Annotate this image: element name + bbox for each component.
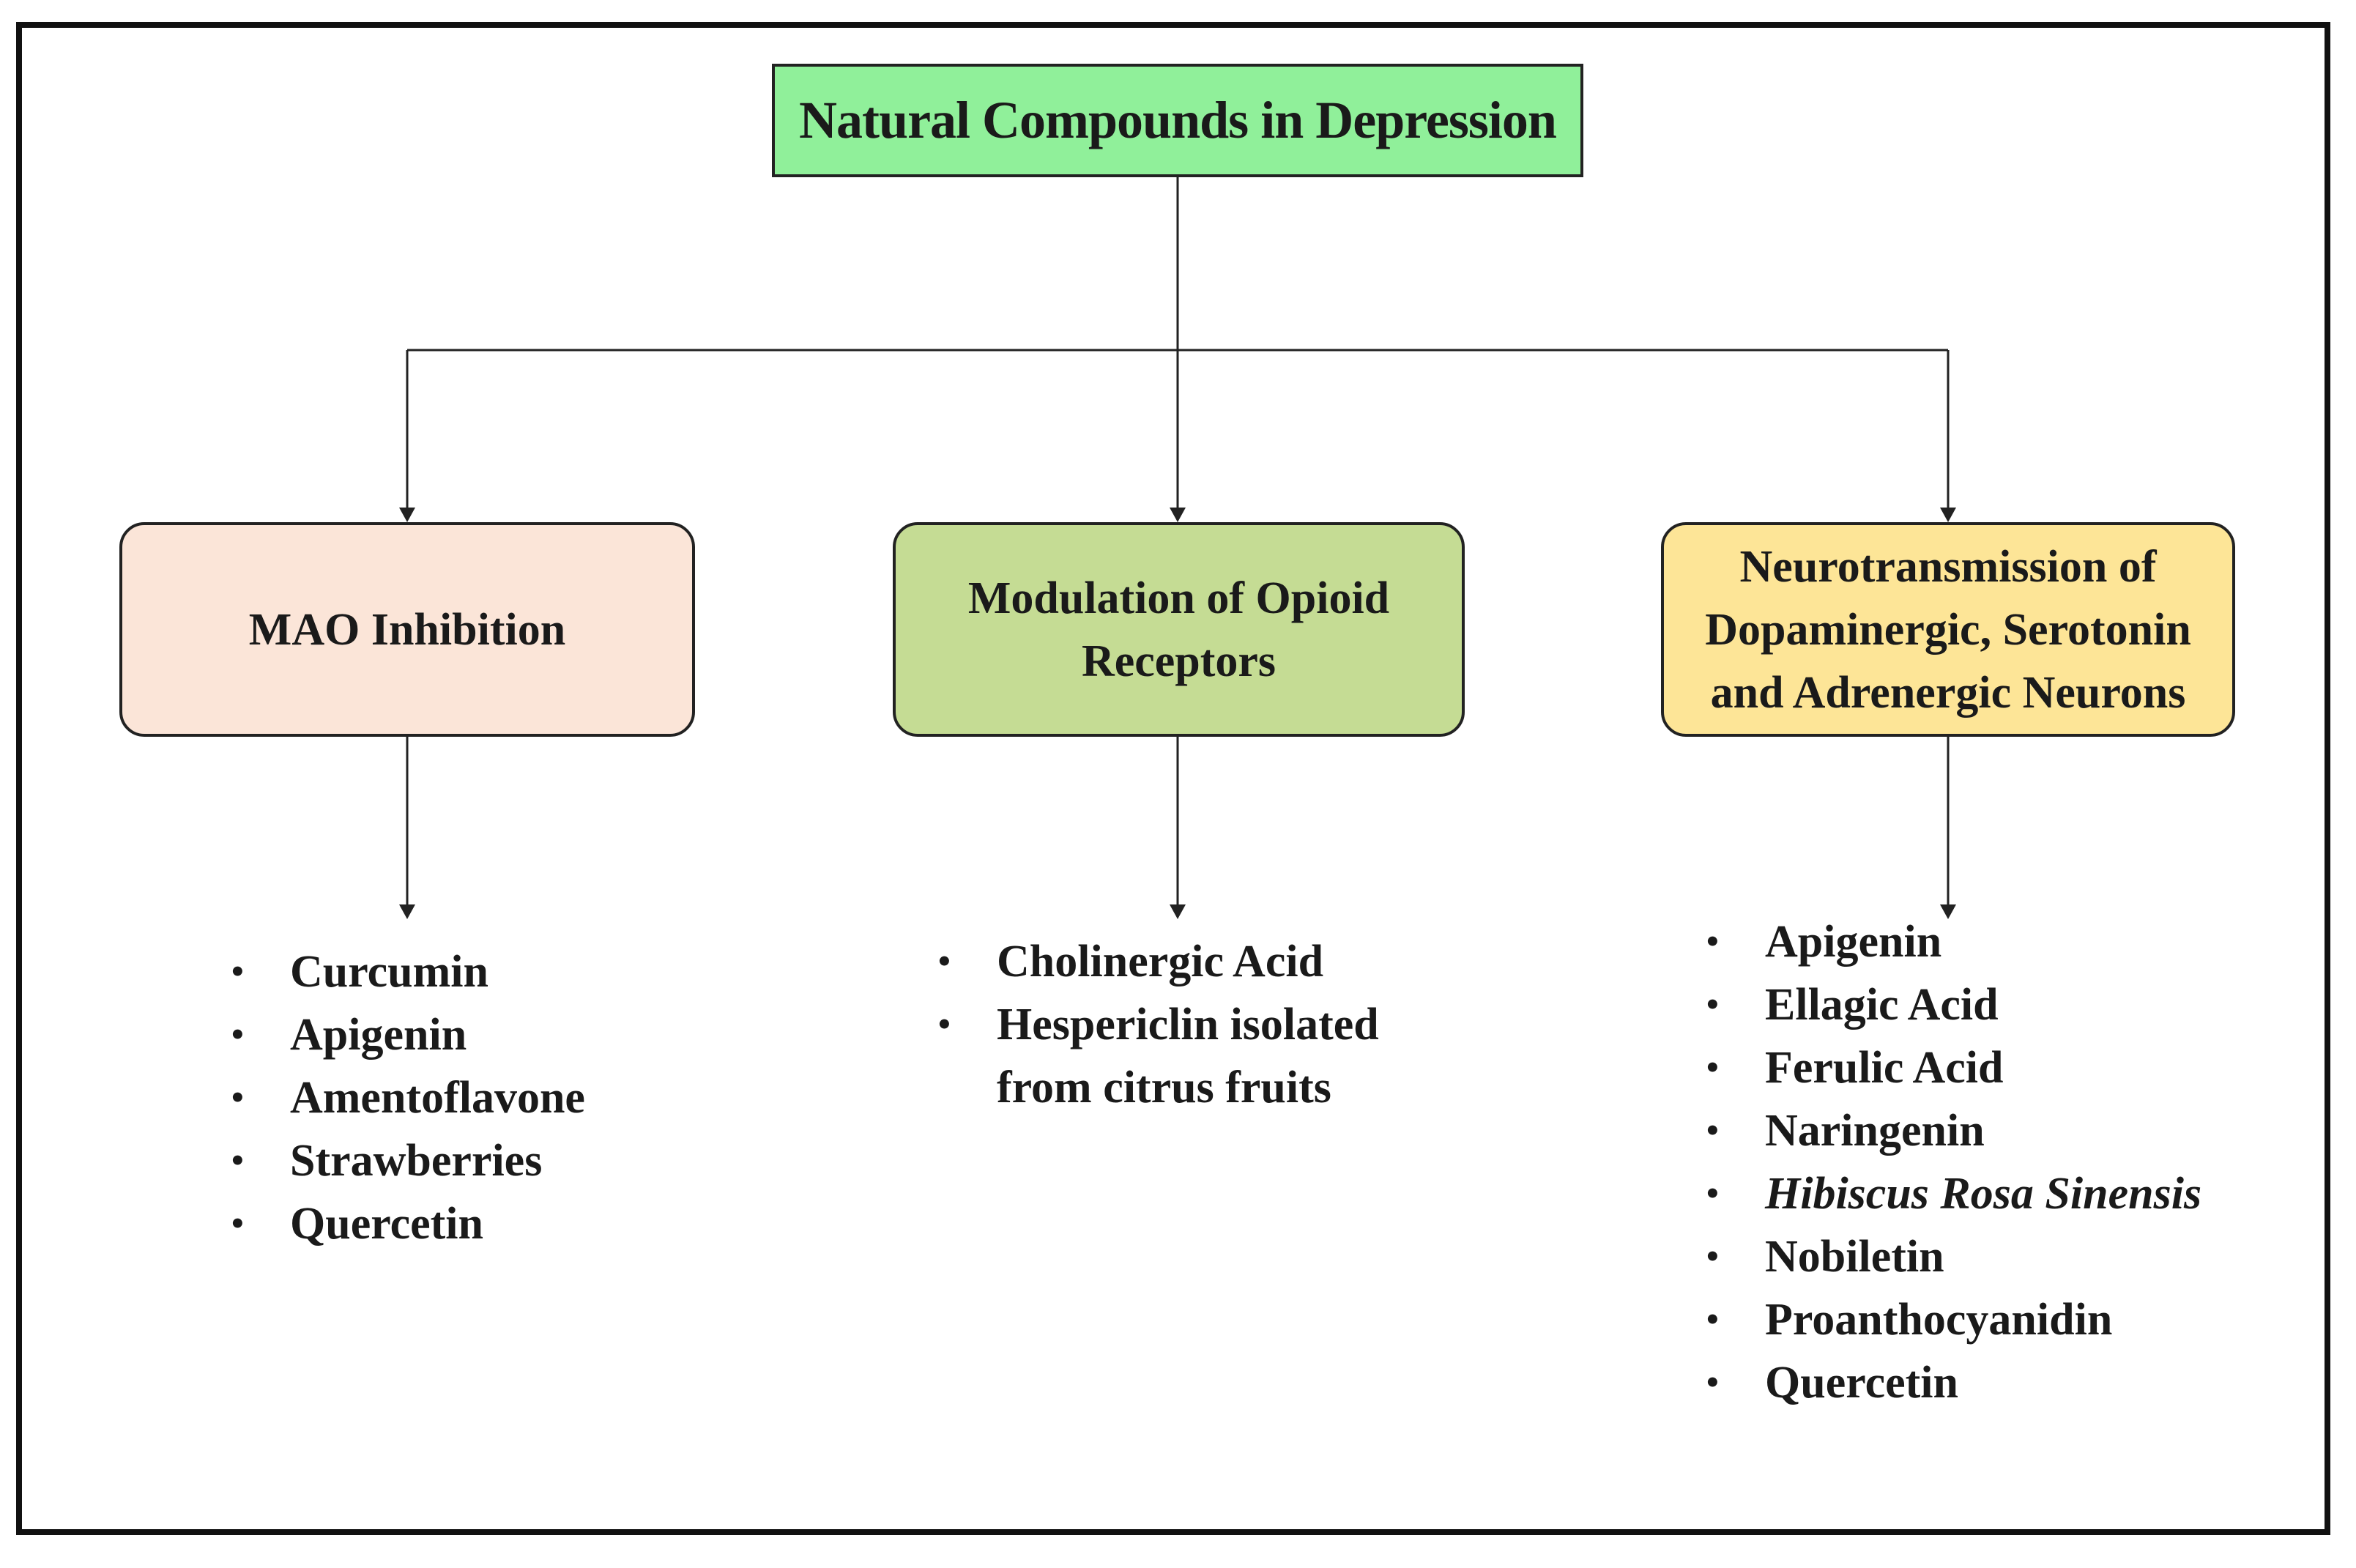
diagram-title: Natural Compounds in Depression <box>799 91 1557 149</box>
bullet-icon: • <box>231 952 244 991</box>
bullet-icon: • <box>231 1204 244 1243</box>
bullet-icon: • <box>938 942 951 981</box>
category-box-neurotransmission: Neurotransmission of Dopaminergic, Serot… <box>1661 522 2235 737</box>
list-item: • Nobiletin <box>1706 1225 2219 1288</box>
category-box-opioid-modulation: Modulation of Opioid Receptors <box>893 522 1465 737</box>
list-item: • Ellagic Acid <box>1706 973 2219 1036</box>
list-item-text: Apigenin <box>290 1010 467 1060</box>
category-label: Neurotransmission of Dopaminergic, Serot… <box>1705 541 2191 718</box>
bullet-icon: • <box>1706 1048 1719 1087</box>
list-item-text: Quercetin <box>1765 1358 1959 1408</box>
list-item-text: Curcumin <box>290 947 489 997</box>
category-label: Modulation of Opioid Receptors <box>967 573 1390 686</box>
arrowhead-opioid-list <box>1170 904 1186 919</box>
list-item: • Amentoflavone <box>231 1066 656 1129</box>
diagram-frame <box>16 22 2330 1535</box>
bullet-icon: • <box>231 1015 244 1054</box>
list-item: • Ferulic Acid <box>1706 1036 2219 1099</box>
list-item: • Quercetin <box>1706 1351 2219 1414</box>
list-item-text: Nobiletin <box>1765 1232 1944 1282</box>
list-item: • Hibiscus Rosa Sinensis <box>1706 1162 2219 1225</box>
arrowhead-mao <box>399 508 415 522</box>
list-item-text: Strawberries <box>290 1136 543 1186</box>
arrowhead-mao-list <box>399 904 415 919</box>
bullet-icon: • <box>1706 1174 1719 1213</box>
bullet-icon: • <box>938 1005 951 1044</box>
bullet-icon: • <box>231 1141 244 1180</box>
compound-list-neuro: • Apigenin • Ellagic Acid • Ferulic Acid • Nari… <box>1706 910 2219 1414</box>
list-item: • Curcumin <box>231 940 656 1003</box>
list-item: • Apigenin <box>1706 910 2219 973</box>
list-item: • Hespericlin isolated from citrus fruits <box>938 993 1422 1119</box>
arrowhead-neuro <box>1940 508 1956 522</box>
bullet-icon: • <box>1706 922 1719 961</box>
list-item-text: Ferulic Acid <box>1765 1043 2004 1093</box>
list-item: • Strawberries <box>231 1129 656 1192</box>
bullet-icon: • <box>1706 1237 1719 1276</box>
compound-list-mao: • Curcumin • Apigenin • Amentoflavone • Strawbe… <box>231 940 656 1255</box>
list-item-text: Hespericlin isolated from citrus fruits <box>997 1000 1379 1112</box>
list-item-text: Hibiscus Rosa Sinensis <box>1765 1169 2202 1219</box>
list-item-text: Naringenin <box>1765 1106 1985 1156</box>
bullet-icon: • <box>1706 1363 1719 1402</box>
bullet-icon: • <box>1706 985 1719 1024</box>
list-item-text: Quercetin <box>290 1199 484 1249</box>
list-item-text: Ellagic Acid <box>1765 980 1999 1030</box>
list-item-text: Proanthocyanidin <box>1765 1295 2113 1345</box>
category-box-mao-inhibition: MAO Inhibition <box>119 522 695 737</box>
bullet-icon: • <box>1706 1111 1719 1150</box>
list-item-text: Apigenin <box>1765 917 1942 967</box>
arrowhead-opioid <box>1170 508 1186 522</box>
list-item: • Naringenin <box>1706 1099 2219 1162</box>
bullet-icon: • <box>1706 1300 1719 1339</box>
list-item: • Cholinergic Acid <box>938 930 1422 993</box>
arrowhead-neuro-list <box>1940 904 1956 919</box>
list-item-text: Cholinergic Acid <box>997 937 1324 986</box>
list-item-text: Amentoflavone <box>290 1073 585 1123</box>
bullet-icon: • <box>231 1078 244 1117</box>
list-item: • Apigenin <box>231 1003 656 1066</box>
category-label: MAO Inhibition <box>248 604 566 655</box>
list-item: • Quercetin <box>231 1192 656 1255</box>
compound-list-opioid: • Cholinergic Acid • Hespericlin isolated f… <box>938 930 1422 1119</box>
diagram-title-box: Natural Compounds in Depression <box>772 64 1583 177</box>
list-item: • Proanthocyanidin <box>1706 1288 2219 1351</box>
